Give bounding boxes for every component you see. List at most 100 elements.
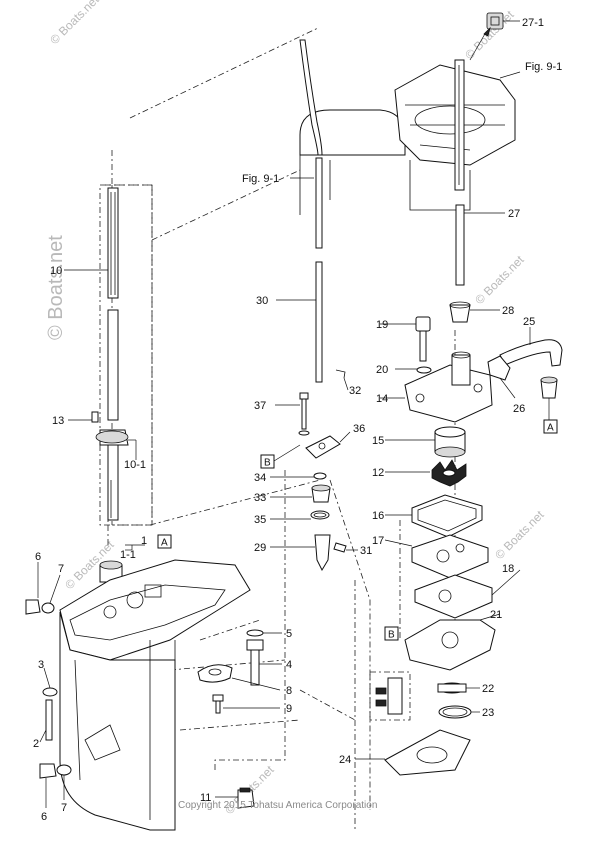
callout-10-1: 10-1 [124,459,146,471]
part-34-oring [270,472,327,480]
callout-2: 2 [33,738,39,750]
part-1-gear-case [59,544,251,831]
callout-22: 22 [482,683,494,695]
callout-32: 32 [349,385,361,397]
part-9-screw [212,694,280,714]
part-27-1-cap [469,12,520,61]
callout-37: 37 [254,400,266,412]
part-2-stud [39,699,53,743]
callout-4: 4 [286,659,292,671]
callout-5: 5 [286,628,292,640]
watermark-small-5: © Boats.net [492,507,547,562]
svg-text:B: B [264,458,271,469]
copyright-notice: Copyright 2015 Tohatsu America Corporati… [178,800,377,811]
svg-text:A: A [161,538,168,549]
part-31-pin [333,542,358,553]
part-32-clip [335,369,349,391]
part-33-bushing [270,484,331,503]
callout-6-bottom: 6 [41,811,47,823]
callout-1: 1 [141,535,147,547]
part-36-bracket [305,431,351,459]
part-21-guide [404,613,501,671]
callout-21: 21 [490,609,502,621]
fig-leaders [290,71,521,179]
part-4-bolt [246,639,282,686]
fig-ref-top-right: Fig. 9-1 [525,61,562,73]
callout-29: 29 [254,542,266,554]
part-screws-detail [369,671,411,721]
part-26-nipple [487,355,516,399]
svg-text:A: A [547,423,554,434]
part-30-shift-rod [276,39,323,383]
part-6-nut-bottom [39,763,57,808]
part-12-impeller [385,459,467,487]
callout-30: 30 [256,295,268,307]
callout-7-bottom: 7 [61,802,67,814]
part-11-plug [215,787,255,809]
part-13-key [68,411,99,423]
callout-18: 18 [502,563,514,575]
upper-housing-fig9-1 [299,64,516,215]
callout-31: 31 [360,545,372,557]
callout-24: 24 [339,754,351,766]
callout-35: 35 [254,514,266,526]
part-15-insert [385,426,466,458]
callout-13: 13 [52,415,64,427]
part-3-washer [42,667,58,697]
callout-12: 12 [372,467,384,479]
part-10-1-bearing-lead [128,439,137,460]
callout-36: 36 [353,423,365,435]
svg-text:B: B [388,630,395,641]
part-24-gasket-plate [355,729,471,776]
part-5-washer [246,629,282,637]
callout-33: 33 [254,492,266,504]
part-22-seal [437,682,480,694]
part-29-cam [270,534,331,572]
callout-17: 17 [372,535,384,547]
callout-26: 26 [513,403,525,415]
ref-box-b-left: B [260,444,301,469]
callout-27-1: 27-1 [522,17,544,29]
part-14-pump-case [380,351,493,423]
callout-25: 25 [523,316,535,328]
part-23-oring [438,705,480,719]
callout-10: 10 [50,265,62,277]
part-35-oring [270,510,330,520]
callout-19: 19 [376,319,388,331]
part-18-plate [414,569,521,619]
part-8-anode [197,664,281,691]
part-16-gasket [385,494,483,538]
part-20-washer [395,366,432,374]
callout-14: 14 [376,393,388,405]
callout-7-top: 7 [58,563,64,575]
part-7-washer-bottom [56,764,72,800]
callout-20: 20 [376,364,388,376]
part-17-plate-gasket [384,534,489,579]
callout-3: 3 [38,659,44,671]
watermark-main: © Boats.net [45,235,67,340]
part-25-hose [499,327,563,367]
ref-box-b-right: B [384,626,399,641]
watermark-small-3: © Boats.net [472,252,527,307]
callout-16: 16 [372,510,384,522]
callout-11: 11 [200,792,211,804]
watermark-small-1: © Boats.net [47,0,102,47]
callout-8: 8 [286,685,292,697]
part-10-propeller-shaft [64,184,153,526]
part-19-bolt [380,316,431,362]
ref-box-a-right: A [543,398,558,434]
part-27-shaft [454,59,505,286]
part-6-nut-top [25,562,41,615]
callout-9: 9 [286,703,292,715]
fig-ref-shaft: Fig. 9-1 [242,173,279,185]
callout-6-top: 6 [35,551,41,563]
callout-1-1: 1-1 [120,549,136,561]
callout-34: 34 [254,472,266,484]
ref-box-a-top: A [157,534,172,549]
callout-labels: 27-1 Fig. 9-1 27 2 8 25 19 20 14 26 1 5 12… [33,17,562,823]
callout-27: 27 [508,208,520,220]
part-37-bolt [275,392,310,436]
callout-23: 23 [482,707,494,719]
part-26-grommet-right [540,376,558,399]
